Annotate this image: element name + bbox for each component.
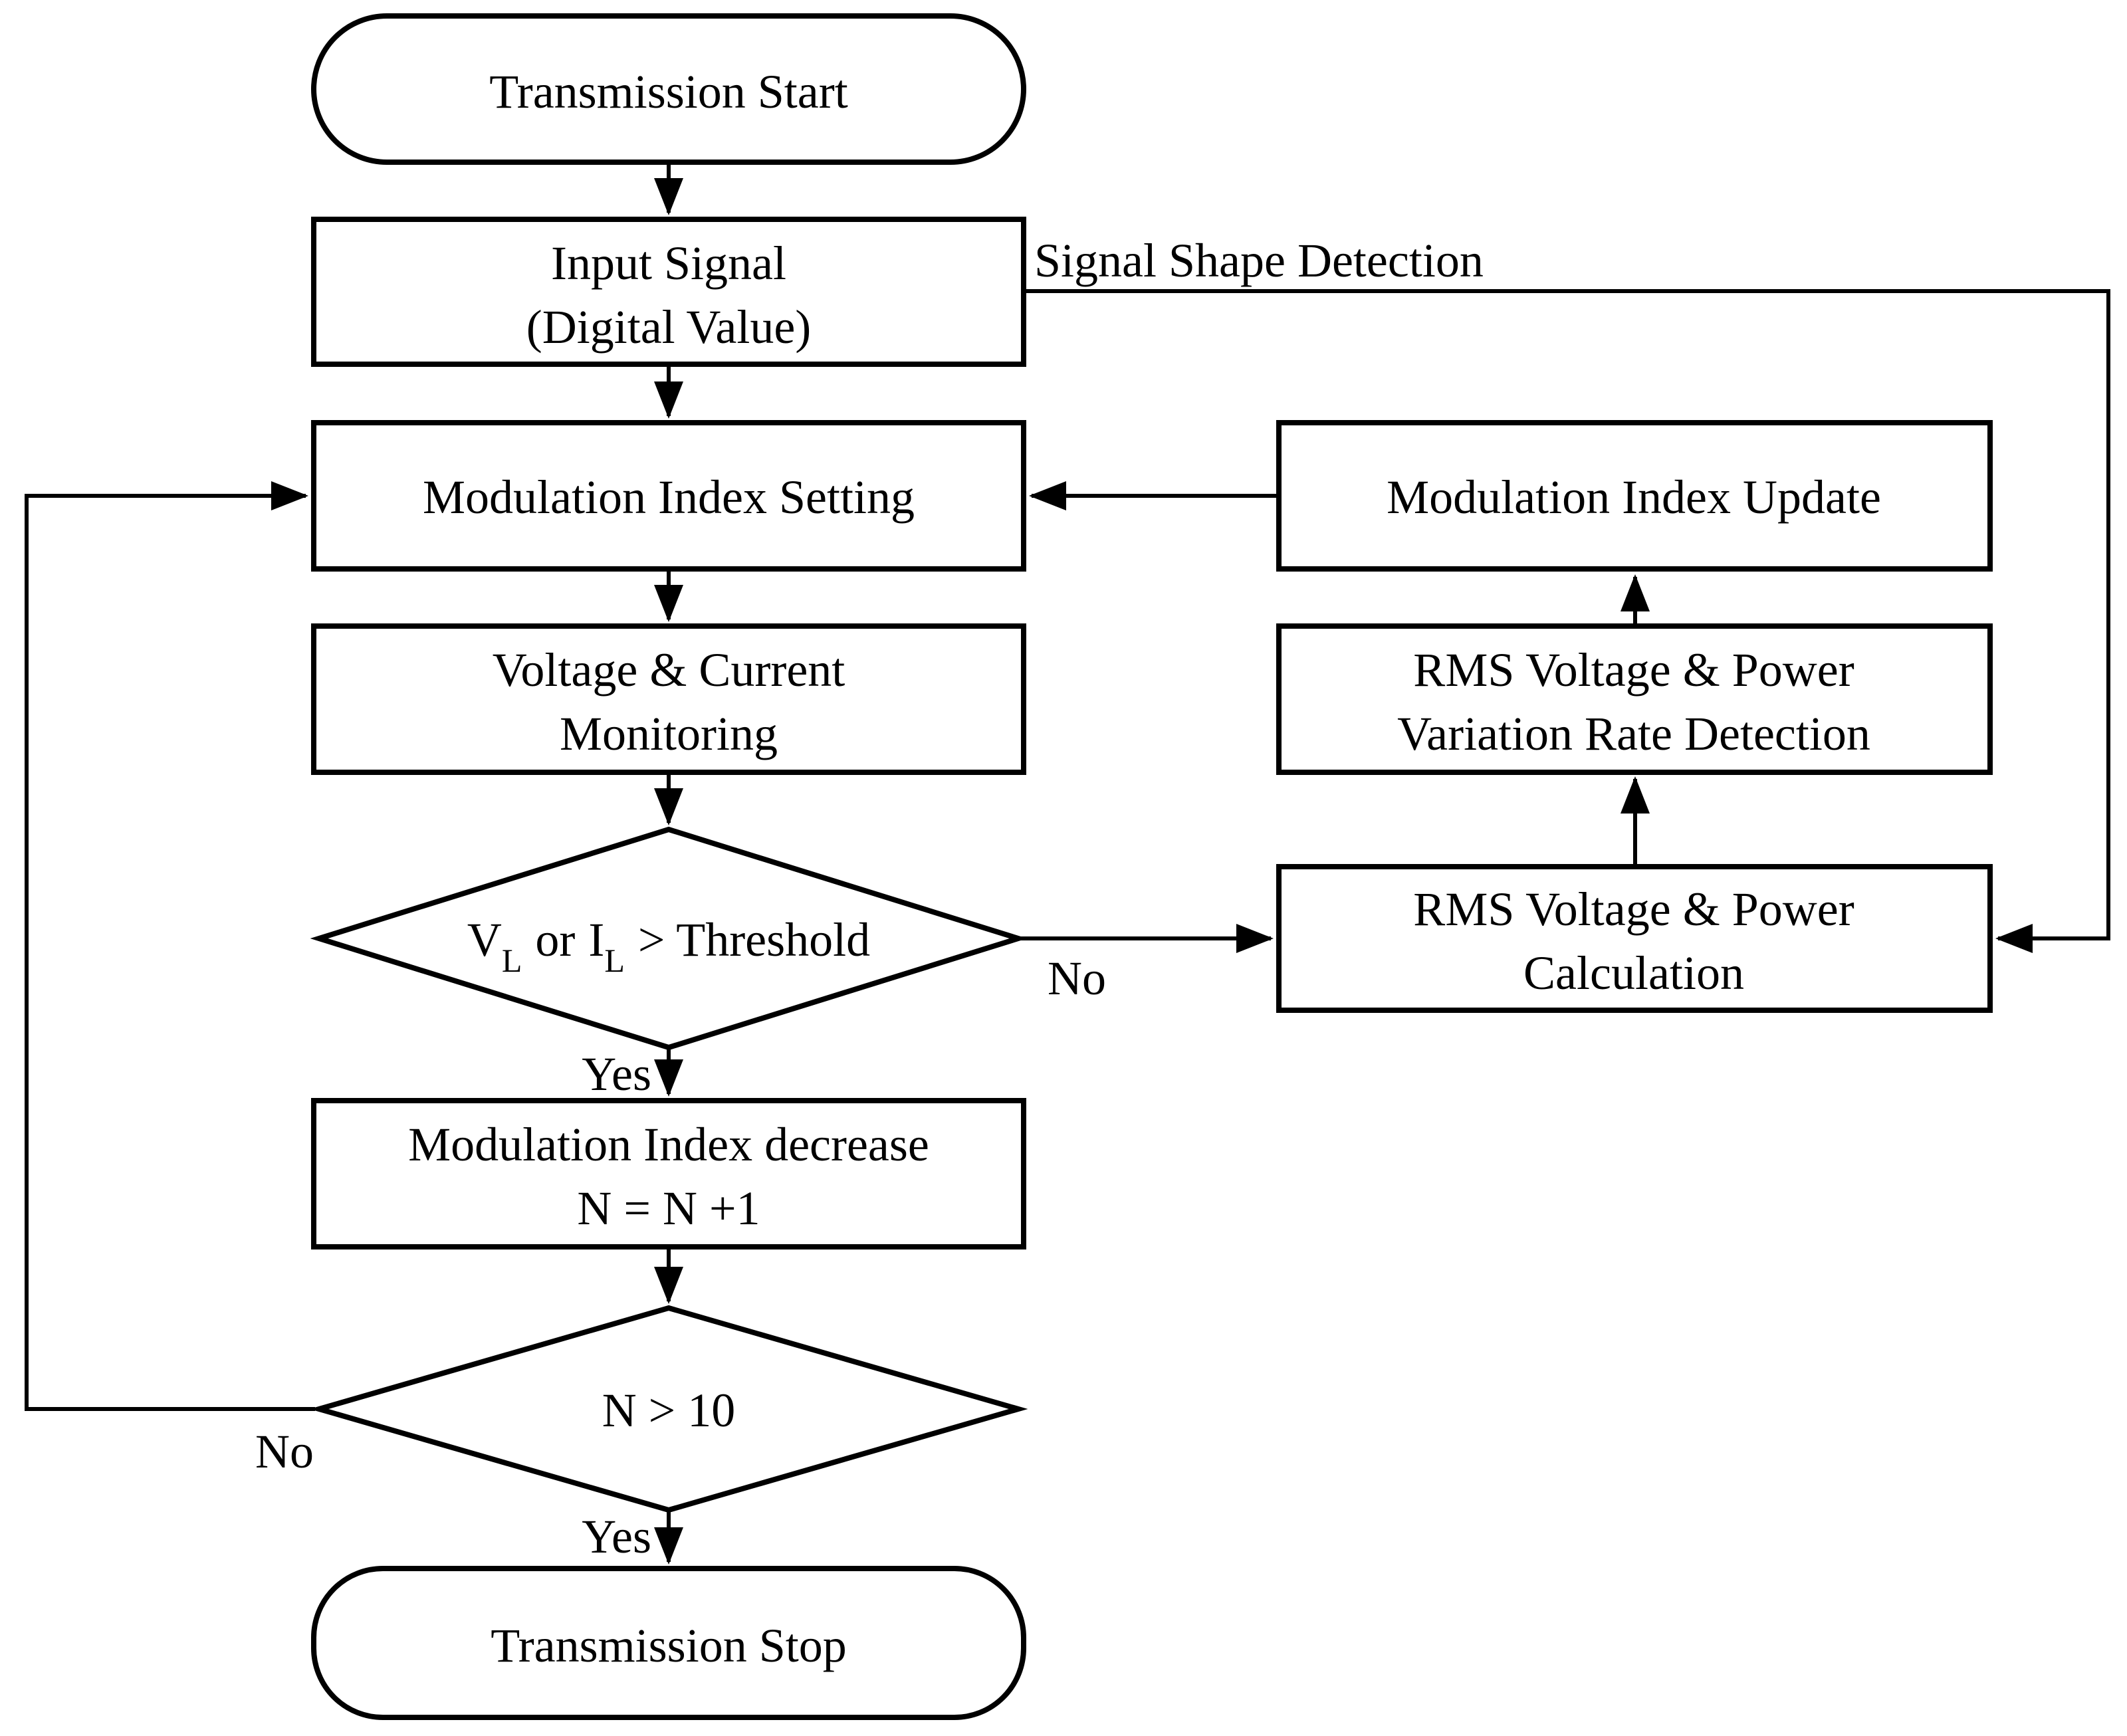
process-shape [1276, 420, 1993, 572]
node-label-line2: (Digital Value) [526, 300, 812, 354]
threshold-tail: > Threshold [638, 913, 870, 966]
process-shape [311, 217, 1026, 367]
node-transmission-stop: Transmission Stop [311, 1566, 1026, 1720]
label-threshold-yes: Yes [582, 1047, 651, 1101]
node-label: Modulation Index Setting [423, 471, 915, 524]
node-rms-power-calculation: RMS Voltage & Power Calculation [1276, 864, 1993, 1013]
node-modulation-index-decrease: Modulation Index decrease N = N +1 [311, 1098, 1026, 1249]
threshold-var2: I [588, 913, 604, 966]
node-n-greater-10-decision: N > 10 [309, 1305, 1028, 1513]
node-label: Transmission Stop [491, 1619, 847, 1672]
process-shape [311, 420, 1026, 572]
terminator-shape [311, 1566, 1026, 1720]
node-input-signal: Input Signal (Digital Value) [311, 217, 1026, 367]
label-n-no: No [255, 1425, 314, 1478]
node-label: N > 10 [602, 1384, 736, 1437]
process-shape [311, 623, 1026, 775]
edge-labels: Signal Shape Detection No Yes No Yes [255, 234, 1484, 1563]
edges [25, 162, 2110, 1565]
threshold-var1: V [467, 913, 502, 966]
node-label-line2: Calculation [1523, 946, 1744, 1000]
node-label: Transmission Start [489, 65, 847, 118]
process-shape [311, 1098, 1026, 1249]
decision-shape [310, 826, 1028, 1051]
label-signal-shape-detection: Signal Shape Detection [1034, 234, 1484, 287]
node-voltage-current-monitoring: Voltage & Current Monitoring [311, 623, 1026, 775]
node-modulation-index-setting: Modulation Index Setting [311, 420, 1026, 572]
node-label-line1: RMS Voltage & Power [1413, 643, 1854, 697]
node-label: Modulation Index Update [1387, 471, 1881, 524]
label-n-yes: Yes [582, 1510, 651, 1563]
node-modulation-index-update: Modulation Index Update [1276, 420, 1993, 572]
threshold-var2-sub: L [604, 942, 625, 979]
node-label-line1: Modulation Index decrease [408, 1118, 929, 1171]
decision-shape [309, 1305, 1028, 1513]
node-label-line2: Monitoring [560, 707, 778, 760]
process-shape [1276, 864, 1993, 1013]
edge-n-no-loop [25, 481, 315, 1411]
node-label-line1: Voltage & Current [493, 643, 845, 697]
node-label-line1: Input Signal [551, 237, 786, 290]
edge-signal-shape-detection [1024, 289, 2110, 953]
process-shape [1276, 623, 1993, 775]
node-label-line1: RMS Voltage & Power [1413, 883, 1854, 936]
threshold-mid: or [535, 913, 575, 966]
node-label-line2: N = N +1 [577, 1182, 760, 1235]
threshold-var1-sub: L [502, 942, 522, 979]
label-threshold-no: No [1048, 952, 1106, 1005]
node-transmission-start: Transmission Start [311, 13, 1026, 165]
node-rms-variation-rate-detection: RMS Voltage & Power Variation Rate Detec… [1276, 623, 1993, 775]
terminator-shape [311, 13, 1026, 165]
node-label-line2: Variation Rate Detection [1397, 707, 1870, 760]
